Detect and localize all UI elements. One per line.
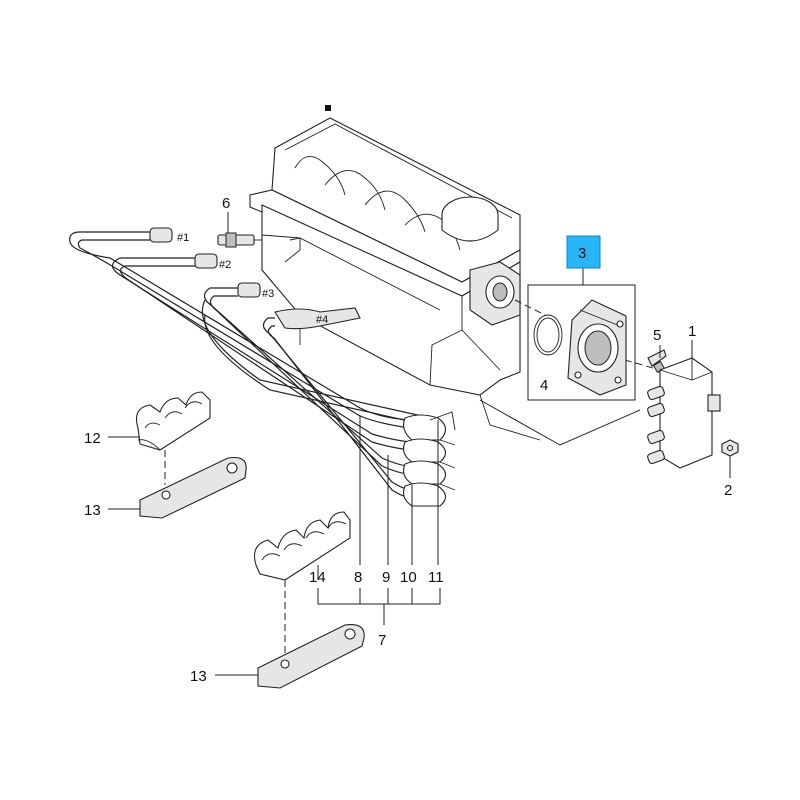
adapter-plate-icon bbox=[567, 299, 627, 396]
callout-2: 2 bbox=[724, 482, 732, 499]
cylinder-label-4: #4 bbox=[316, 314, 328, 326]
bracket-icon-upper bbox=[139, 456, 247, 519]
assembly-dashed-line bbox=[514, 299, 546, 316]
callout-12: 12 bbox=[84, 430, 101, 447]
wire-holder-icon-lower bbox=[253, 511, 351, 581]
cylinder-label-3: #3 bbox=[262, 288, 274, 300]
spark-plug-wires bbox=[69, 227, 456, 507]
callout-5: 5 bbox=[653, 327, 661, 344]
callout-9: 9 bbox=[382, 569, 390, 586]
callout-3: 3 bbox=[578, 245, 586, 262]
callout-13-upper: 13 bbox=[84, 502, 101, 519]
callout-1: 1 bbox=[688, 323, 696, 340]
callout-14: 14 bbox=[309, 569, 326, 586]
gasket-assembly-box bbox=[527, 268, 636, 401]
callout-3-highlight bbox=[566, 235, 601, 269]
callout-11: 11 bbox=[428, 569, 444, 586]
callout-4: 4 bbox=[540, 377, 548, 394]
marker-square bbox=[325, 105, 331, 111]
coil-leader-line bbox=[479, 399, 641, 446]
cylinder-label-2: #2 bbox=[219, 259, 231, 271]
group-bracket-7 bbox=[317, 588, 441, 625]
ignition-coil-icon bbox=[647, 357, 721, 469]
engine-block bbox=[249, 117, 541, 441]
callout-8: 8 bbox=[354, 569, 362, 586]
bracket-icon-lower bbox=[257, 623, 365, 689]
cylinder-label-1: #1 bbox=[177, 232, 189, 244]
callout-13-lower: 13 bbox=[190, 668, 207, 685]
wire-holder-icon bbox=[135, 391, 211, 451]
callout-7: 7 bbox=[378, 632, 386, 649]
spark-plug-icon bbox=[217, 232, 301, 263]
coil-dashed-line bbox=[624, 359, 661, 371]
nut-icon bbox=[721, 439, 739, 457]
callout-10: 10 bbox=[400, 569, 417, 586]
gasket-icon bbox=[533, 314, 563, 356]
callout-6: 6 bbox=[222, 195, 230, 212]
